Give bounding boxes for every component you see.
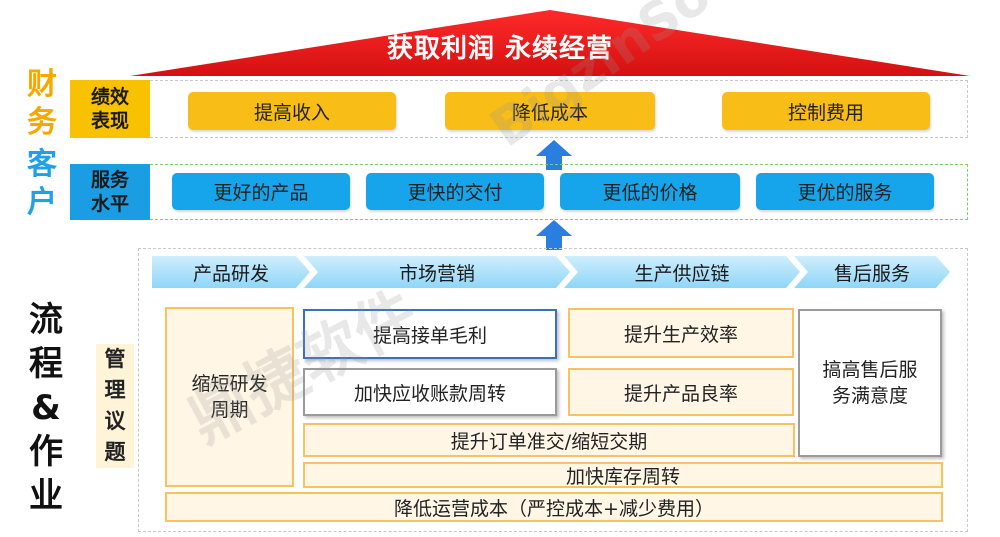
goal-increase-revenue: 提高收入 [188, 92, 396, 130]
process-supply-chain: 生产供应链 [564, 256, 800, 288]
goal-reduce-cost: 降低成本 [445, 92, 655, 130]
issue-raise-product-yield: 提升产品良率 [568, 368, 794, 416]
issue-shorten-rd-cycle: 缩短研发 周期 [165, 307, 294, 487]
process-marketing: 市场营销 [304, 256, 570, 288]
finance-label-char: 务 [27, 105, 57, 140]
finance-label: 财 务 [22, 66, 62, 142]
management-label-char: 议 [104, 409, 126, 433]
management-label-char: 管 [104, 347, 126, 371]
management-label: 管 理 议 题 [96, 344, 134, 468]
process-label: 流 程 & 作 业 [24, 298, 68, 518]
up-arrow-icon [536, 220, 572, 250]
service-faster-delivery: 更快的交付 [366, 173, 544, 210]
process-product-rd: 产品研发 [152, 256, 310, 288]
management-label-char: 题 [104, 440, 126, 464]
issue-raise-production-efficiency: 提升生产效率 [568, 308, 794, 358]
management-label-char: 理 [104, 378, 126, 402]
up-arrow-icon [536, 140, 572, 170]
issue-text-line: 周期 [210, 399, 249, 421]
issue-inventory-turnover: 加快库存周转 [303, 462, 943, 488]
goal-control-expense: 控制费用 [722, 92, 930, 130]
service-tag-line: 水平 [90, 193, 129, 215]
process-label-char: 流 [29, 300, 63, 340]
issue-text-line: 缩短研发 [191, 373, 268, 395]
performance-tag-line: 绩效 [90, 86, 129, 108]
issue-text-line: 务满意度 [831, 385, 908, 407]
process-label-char: 业 [29, 476, 63, 516]
customer-label-char: 户 [27, 185, 57, 220]
service-better-support: 更优的服务 [756, 173, 934, 210]
roof-title: 获取利润 永续经营 [386, 33, 614, 64]
performance-tag-line: 表现 [90, 110, 129, 132]
roof-triangle [130, 10, 970, 76]
service-tag: 服务 水平 [70, 164, 150, 220]
service-better-product: 更好的产品 [172, 173, 350, 210]
process-label-char: & [31, 388, 61, 428]
issue-reduce-operating-cost: 降低运营成本（严控成本+减少费用） [165, 492, 943, 522]
process-after-sales: 售后服务 [794, 256, 950, 288]
issue-text-line: 搞高售后服 [822, 359, 918, 381]
process-label-char: 程 [29, 344, 63, 384]
service-lower-price: 更低的价格 [560, 173, 740, 210]
service-tag-line: 服务 [90, 169, 129, 191]
customer-label-char: 客 [27, 147, 57, 182]
performance-tag: 绩效 表现 [70, 80, 150, 138]
issue-speed-receivables: 加快应收账款周转 [303, 368, 557, 416]
issue-after-sales-satisfaction: 搞高售后服 务满意度 [798, 309, 942, 457]
process-region [138, 248, 968, 532]
customer-label: 客 户 [22, 146, 62, 222]
issue-raise-order-margin: 提高接单毛利 [303, 309, 557, 359]
issue-order-on-time-delivery: 提升订单准交/缩短交期 [303, 423, 795, 457]
process-label-char: 作 [29, 432, 63, 472]
finance-label-char: 财 [27, 67, 57, 102]
